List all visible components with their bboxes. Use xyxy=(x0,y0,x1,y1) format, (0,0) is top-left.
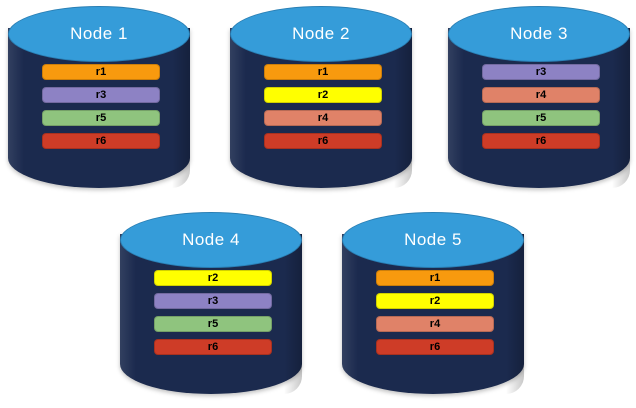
node-label: Node 4 xyxy=(182,230,240,249)
replica-bar-r6[interactable]: r6 xyxy=(482,133,600,149)
replica-bar-r1[interactable]: r1 xyxy=(42,64,160,80)
replica-bar-r4[interactable]: r4 xyxy=(264,110,382,126)
replica-list: r1 r2 r4 r6 xyxy=(264,64,382,149)
database-node-1[interactable]: Node 1 r1 r3 r5 r6 xyxy=(8,6,190,188)
replica-list: r1 r3 r5 r6 xyxy=(42,64,160,149)
replica-bar-r2[interactable]: r2 xyxy=(154,270,272,286)
database-node-3[interactable]: Node 3 r3 r4 r5 r6 xyxy=(448,6,630,188)
replica-list: r1 r2 r4 r6 xyxy=(376,270,494,355)
replica-bar-r2[interactable]: r2 xyxy=(264,87,382,103)
replica-list: r3 r4 r5 r6 xyxy=(482,64,600,149)
replica-bar-r6[interactable]: r6 xyxy=(42,133,160,149)
replica-bar-r6[interactable]: r6 xyxy=(376,339,494,355)
replica-bar-r1[interactable]: r1 xyxy=(376,270,494,286)
replica-bar-r6[interactable]: r6 xyxy=(154,339,272,355)
node-cylinder-top xyxy=(8,6,190,62)
replica-list: r2 r3 r5 r6 xyxy=(154,270,272,355)
node-label: Node 1 xyxy=(70,24,128,43)
database-node-2[interactable]: Node 2 r1 r2 r4 r6 xyxy=(230,6,412,188)
node-label: Node 2 xyxy=(292,24,350,43)
database-node-5[interactable]: Node 5 r1 r2 r4 r6 xyxy=(342,212,524,394)
node-label: Node 5 xyxy=(404,230,462,249)
replica-bar-r2[interactable]: r2 xyxy=(376,293,494,309)
replica-bar-r5[interactable]: r5 xyxy=(42,110,160,126)
replica-bar-r4[interactable]: r4 xyxy=(376,316,494,332)
node-label: Node 3 xyxy=(510,24,568,43)
node-cylinder-top xyxy=(230,6,412,62)
replica-bar-r1[interactable]: r1 xyxy=(264,64,382,80)
replica-bar-r3[interactable]: r3 xyxy=(482,64,600,80)
replica-bar-r6[interactable]: r6 xyxy=(264,133,382,149)
database-node-4[interactable]: Node 4 r2 r3 r5 r6 xyxy=(120,212,302,394)
replica-bar-r4[interactable]: r4 xyxy=(482,87,600,103)
node-cylinder-top xyxy=(448,6,630,62)
node-cylinder-top xyxy=(342,212,524,268)
replica-bar-r3[interactable]: r3 xyxy=(42,87,160,103)
node-cylinder-top xyxy=(120,212,302,268)
replica-bar-r3[interactable]: r3 xyxy=(154,293,272,309)
replica-bar-r5[interactable]: r5 xyxy=(154,316,272,332)
replica-bar-r5[interactable]: r5 xyxy=(482,110,600,126)
